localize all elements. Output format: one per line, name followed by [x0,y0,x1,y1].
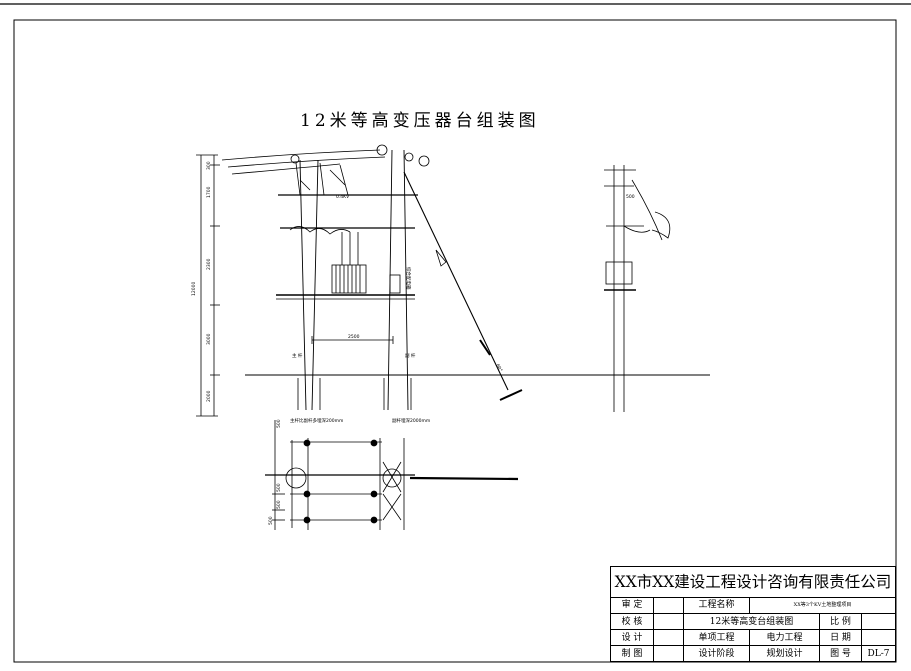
dim-total: 12000 [191,282,197,296]
dimension-labels: 12000 300 1700 2300 3000 2000 2500 0.4KV… [191,161,635,525]
side-dim-label: 500 [626,194,635,200]
side-view [596,165,671,412]
title-row-approve: 审 定 工程名称 XX等3个KV土地整理项目 [611,597,895,613]
aux-pole-depth-note: 副杆埋深2000mm [392,417,430,424]
dim-seg1: 300 [206,161,212,170]
plan-dim-2: 500 [276,483,282,492]
main-pole-depth-note: 主杆比副杆多埋深200mm [290,417,343,424]
plan-view [265,420,519,530]
distribution-box-note: 综合配电箱 [405,267,412,290]
guy-angle-label: 60° [494,363,503,373]
lv-voltage-label: 0.4KV [336,194,350,200]
title-row-design: 设 计 单项工程 电力工程 日 期 [611,629,895,646]
company-name: XX市XX建设工程设计咨询有限责任公司 [611,567,895,598]
drawing-frame [13,19,897,663]
title-row-draft: 制 图 设计阶段 规划设计 图 号 DL-7 [611,645,895,662]
dim-seg5: 2000 [206,390,212,402]
dim-span: 2500 [348,334,360,340]
dim-seg2: 1700 [206,186,212,198]
title-block: XX市XX建设工程设计咨询有限责任公司 审 定 工程名称 XX等3个KV土地整理… [610,566,896,662]
plan-dim-4: 500 [268,516,274,525]
title-row-review: 校 核 12米等高变台组装图 比 例 [611,613,895,630]
drawing-title: 12米等高变压器台组装图 [300,111,540,131]
dim-seg4: 3000 [206,333,212,345]
dim-seg3: 2300 [206,258,212,270]
main-pole-label: 主 杆 [292,352,303,359]
aux-pole-label: 副 杆 [405,352,416,359]
plan-dim-1: 500 [276,419,282,428]
plan-dim-3: 500 [276,500,282,509]
